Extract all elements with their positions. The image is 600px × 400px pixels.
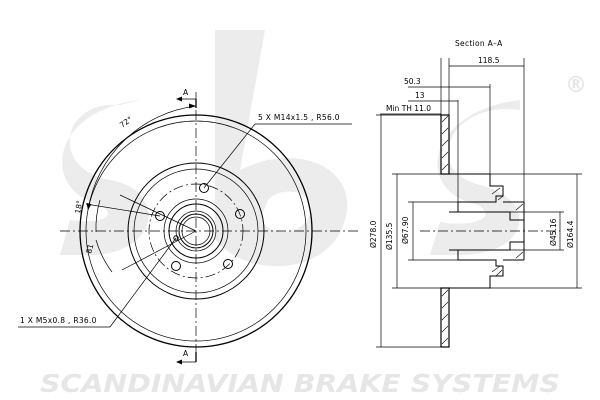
watermark-registered-mark: ® xyxy=(565,73,587,98)
hat-profile-lower xyxy=(449,249,504,289)
bolt-spec-note: 5 X M14x1.5 , R56.0 xyxy=(258,113,340,122)
screw-leader xyxy=(109,237,177,328)
front-view: 72° 18° 81 5 X M14x1.5 , R56.0 1 X M5x0.… xyxy=(18,88,360,365)
section-view: Section A–A xyxy=(369,39,582,348)
section-label-top: A xyxy=(183,88,189,97)
bolt-circle xyxy=(148,183,244,279)
center-bore-inner xyxy=(181,216,211,246)
watermark-brand-text: SCANDINAVIAN BRAKE SYSTEMS xyxy=(40,369,560,398)
hub-step xyxy=(163,198,229,264)
section-label-bottom: A xyxy=(183,349,189,358)
dia-278: Ø278.0 xyxy=(369,220,378,248)
bolt-hole xyxy=(199,183,209,193)
section-hatching xyxy=(441,115,524,345)
angle-label-18: 18° xyxy=(73,199,84,214)
hat-profile-upper xyxy=(449,173,504,213)
angle-label-72: 72° xyxy=(118,114,134,129)
set-screw-hole xyxy=(173,235,179,241)
angle-arrow xyxy=(189,103,196,109)
dia-45-16: Ø45.16 xyxy=(549,218,558,246)
angle-label-81: 81 xyxy=(84,243,95,255)
dia-164-4: Ø164.4 xyxy=(566,220,575,248)
watermark-logo-shape xyxy=(60,100,149,256)
bolt-hole xyxy=(235,209,245,219)
hat-step xyxy=(133,168,259,294)
screw-spec-note: 1 X M5x0.8 , R36.0 xyxy=(20,316,97,325)
watermark-logo-shape xyxy=(215,30,348,267)
angle-arc-18 xyxy=(95,199,101,233)
hub-outer xyxy=(168,203,224,259)
disc-friction-inner-edge xyxy=(85,120,307,342)
dim-50-3: 50.3 xyxy=(404,77,421,86)
center-bore xyxy=(178,213,214,249)
dim-118-5: 118.5 xyxy=(478,56,500,65)
angle-arc-72 xyxy=(87,105,197,211)
bolt-hole xyxy=(171,261,181,271)
bolt-leader xyxy=(203,123,256,189)
min-thickness: Min TH 11.0 xyxy=(386,104,431,113)
center-ray xyxy=(119,194,197,232)
dia-135-5: Ø135.5 xyxy=(385,222,394,250)
hat-outer-edge xyxy=(127,162,265,300)
sbs-watermark: ® SCANDINAVIAN BRAKE SYSTEMS xyxy=(40,30,587,398)
angle-arc-81 xyxy=(95,239,113,273)
section-arrow-head xyxy=(176,96,182,102)
hub-inner-ring xyxy=(175,210,217,252)
friction-ring-lower xyxy=(440,287,450,348)
section-arrow-head xyxy=(176,359,182,365)
center-ray xyxy=(121,230,197,271)
dia-67-90: Ø67.90 xyxy=(401,216,410,244)
bolt-hole xyxy=(223,259,233,269)
section-title: Section A–A xyxy=(455,39,503,48)
disc-outer-edge xyxy=(79,114,313,348)
watermark-logo-shape xyxy=(430,100,520,255)
friction-ring-upper xyxy=(440,114,450,175)
dim-13: 13 xyxy=(415,91,425,100)
